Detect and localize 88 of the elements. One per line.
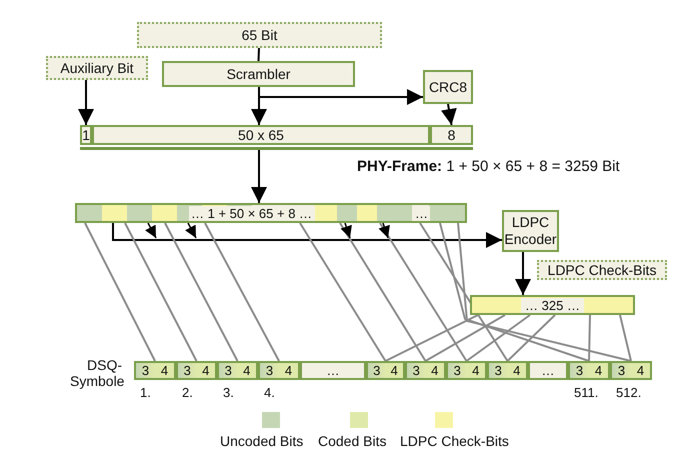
- symbol-box: [217, 361, 258, 380]
- bit-count: 3: [219, 363, 238, 378]
- bit-count: 3: [489, 363, 508, 378]
- bit-count: … 325 …: [521, 298, 584, 312]
- process-box: [423, 70, 473, 104]
- process-box: [162, 61, 355, 87]
- bit-count: 3: [178, 363, 196, 378]
- symbol-box: [568, 361, 610, 380]
- bit-count: 3: [570, 363, 589, 378]
- connector-line: [299, 222, 386, 362]
- bit-count: 4: [155, 363, 174, 378]
- bit-count: 4: [279, 363, 298, 378]
- bit-count: 4: [589, 363, 608, 378]
- connector-line: [164, 222, 238, 362]
- row-label: DSQ-Symbole: [70, 357, 122, 389]
- arrow: [78, 80, 94, 125]
- bit-count: 4: [508, 363, 526, 378]
- symbol-box: [176, 361, 217, 380]
- bit-count: 3: [448, 363, 466, 378]
- box-label: LDPC Encoder: [504, 214, 557, 248]
- bit-count: 4: [238, 363, 256, 378]
- connector-line: [619, 314, 632, 362]
- legend-label: Uncoded Bits: [220, 433, 304, 449]
- bit-count: 3: [368, 363, 386, 378]
- symbol-number: 3.: [223, 385, 234, 400]
- symbol-box: [134, 361, 176, 380]
- bit-count: 4: [196, 363, 215, 378]
- frame-bar: [80, 125, 473, 150]
- box-label: 1: [82, 127, 90, 143]
- symbol-box: [366, 361, 405, 380]
- arrow: [251, 150, 267, 203]
- legend-label: LDPC Check-Bits: [400, 433, 509, 449]
- symbol-box: [405, 361, 446, 380]
- symbol-box: [446, 361, 487, 380]
- ellipsis: …: [326, 363, 340, 378]
- box-label: 65 Bit: [242, 27, 278, 43]
- symbol-box: [610, 361, 652, 380]
- connector-line: [379, 222, 468, 362]
- bit-count: 4: [631, 363, 650, 378]
- source-box: [46, 56, 148, 80]
- connector-line: [425, 314, 506, 362]
- symbol-number: 511.: [574, 385, 598, 400]
- ellipsis: …: [542, 363, 554, 378]
- connector-line: [204, 222, 280, 362]
- frame-field: [92, 125, 430, 145]
- bit-count: 4: [466, 363, 485, 378]
- symbol-number: 2.: [182, 385, 193, 400]
- bit-stream-bar: [75, 203, 467, 223]
- bit-count: 4: [386, 363, 403, 378]
- bit-count: 4: [426, 363, 444, 378]
- symbol-number: 4.: [264, 385, 275, 400]
- connector-line: [439, 222, 590, 362]
- symbol-box: [528, 361, 568, 380]
- connector-line: [588, 314, 591, 362]
- connector-line: [258, 48, 260, 62]
- frame-field: [430, 125, 473, 145]
- symbol-box: [487, 361, 528, 380]
- connector-line: [466, 314, 531, 362]
- note-box: [537, 260, 667, 280]
- box-label: 50 x 65: [238, 127, 284, 143]
- connector-line: [506, 314, 556, 362]
- connector-line: [124, 222, 198, 362]
- formula-text: PHY-Frame: 1 + 50 × 65 + 8 = 3259 Bit: [357, 158, 620, 175]
- connector-line: [339, 222, 426, 362]
- connector-line: [457, 222, 632, 362]
- box-label: Scrambler: [226, 66, 290, 82]
- arrow: [440, 104, 457, 126]
- connector-line: [385, 314, 478, 362]
- symbol-number: 512.: [616, 385, 642, 400]
- box-label: Auxiliary Bit: [60, 60, 134, 76]
- connector-line: [419, 222, 508, 362]
- box-label: 8: [448, 127, 456, 143]
- symbol-number: 1.: [140, 385, 151, 400]
- box-label: CRC8: [428, 79, 468, 95]
- symbol-box: [300, 361, 366, 380]
- arrow: [112, 223, 502, 248]
- bit-count: 3: [136, 363, 155, 378]
- check-bit-bar: [470, 295, 635, 315]
- arrow: [515, 252, 531, 295]
- symbol-box: [258, 361, 300, 380]
- box-label: LDPC Check-Bits: [548, 262, 656, 278]
- bit-count: 3: [260, 363, 279, 378]
- bit-count: 3: [612, 363, 631, 378]
- connector-line: [84, 222, 156, 362]
- source-box: [137, 22, 382, 48]
- bit-count: 3: [407, 363, 426, 378]
- legend-label: Coded Bits: [318, 433, 386, 449]
- arrow: [258, 87, 423, 105]
